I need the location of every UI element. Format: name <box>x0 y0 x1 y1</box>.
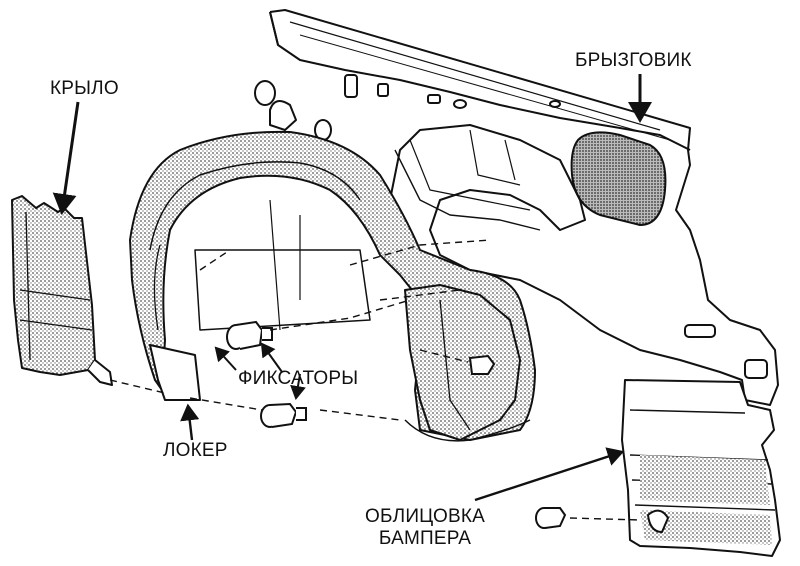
retainers-label: ФИКСАТОРЫ <box>238 368 359 389</box>
splash-guard-panel <box>254 9 779 406</box>
wing-label: КРЫЛО <box>50 78 119 99</box>
wheel-liner <box>129 130 536 442</box>
wing-panel <box>11 195 113 386</box>
bumper-trim-panel <box>621 379 781 557</box>
retainer-clip-3 <box>535 507 567 529</box>
wheel-liner-label: ЛОКЕР <box>163 440 228 461</box>
assembly-lines <box>109 239 641 521</box>
bumper-trim-label: ОБЛИЦОВКА БАМПЕРА <box>365 506 485 550</box>
leader-arrows <box>52 74 652 502</box>
retainer-clip-2 <box>260 402 307 428</box>
splash-guard-label: БРЫЗГОВИК <box>575 50 692 71</box>
retainer-clip-1 <box>226 320 273 350</box>
bumper-trim-label-line2: БАМПЕРА <box>378 527 472 549</box>
bumper-trim-label-line1: ОБЛИЦОВКА <box>365 506 486 527</box>
retainer-clip-4 <box>468 354 496 375</box>
